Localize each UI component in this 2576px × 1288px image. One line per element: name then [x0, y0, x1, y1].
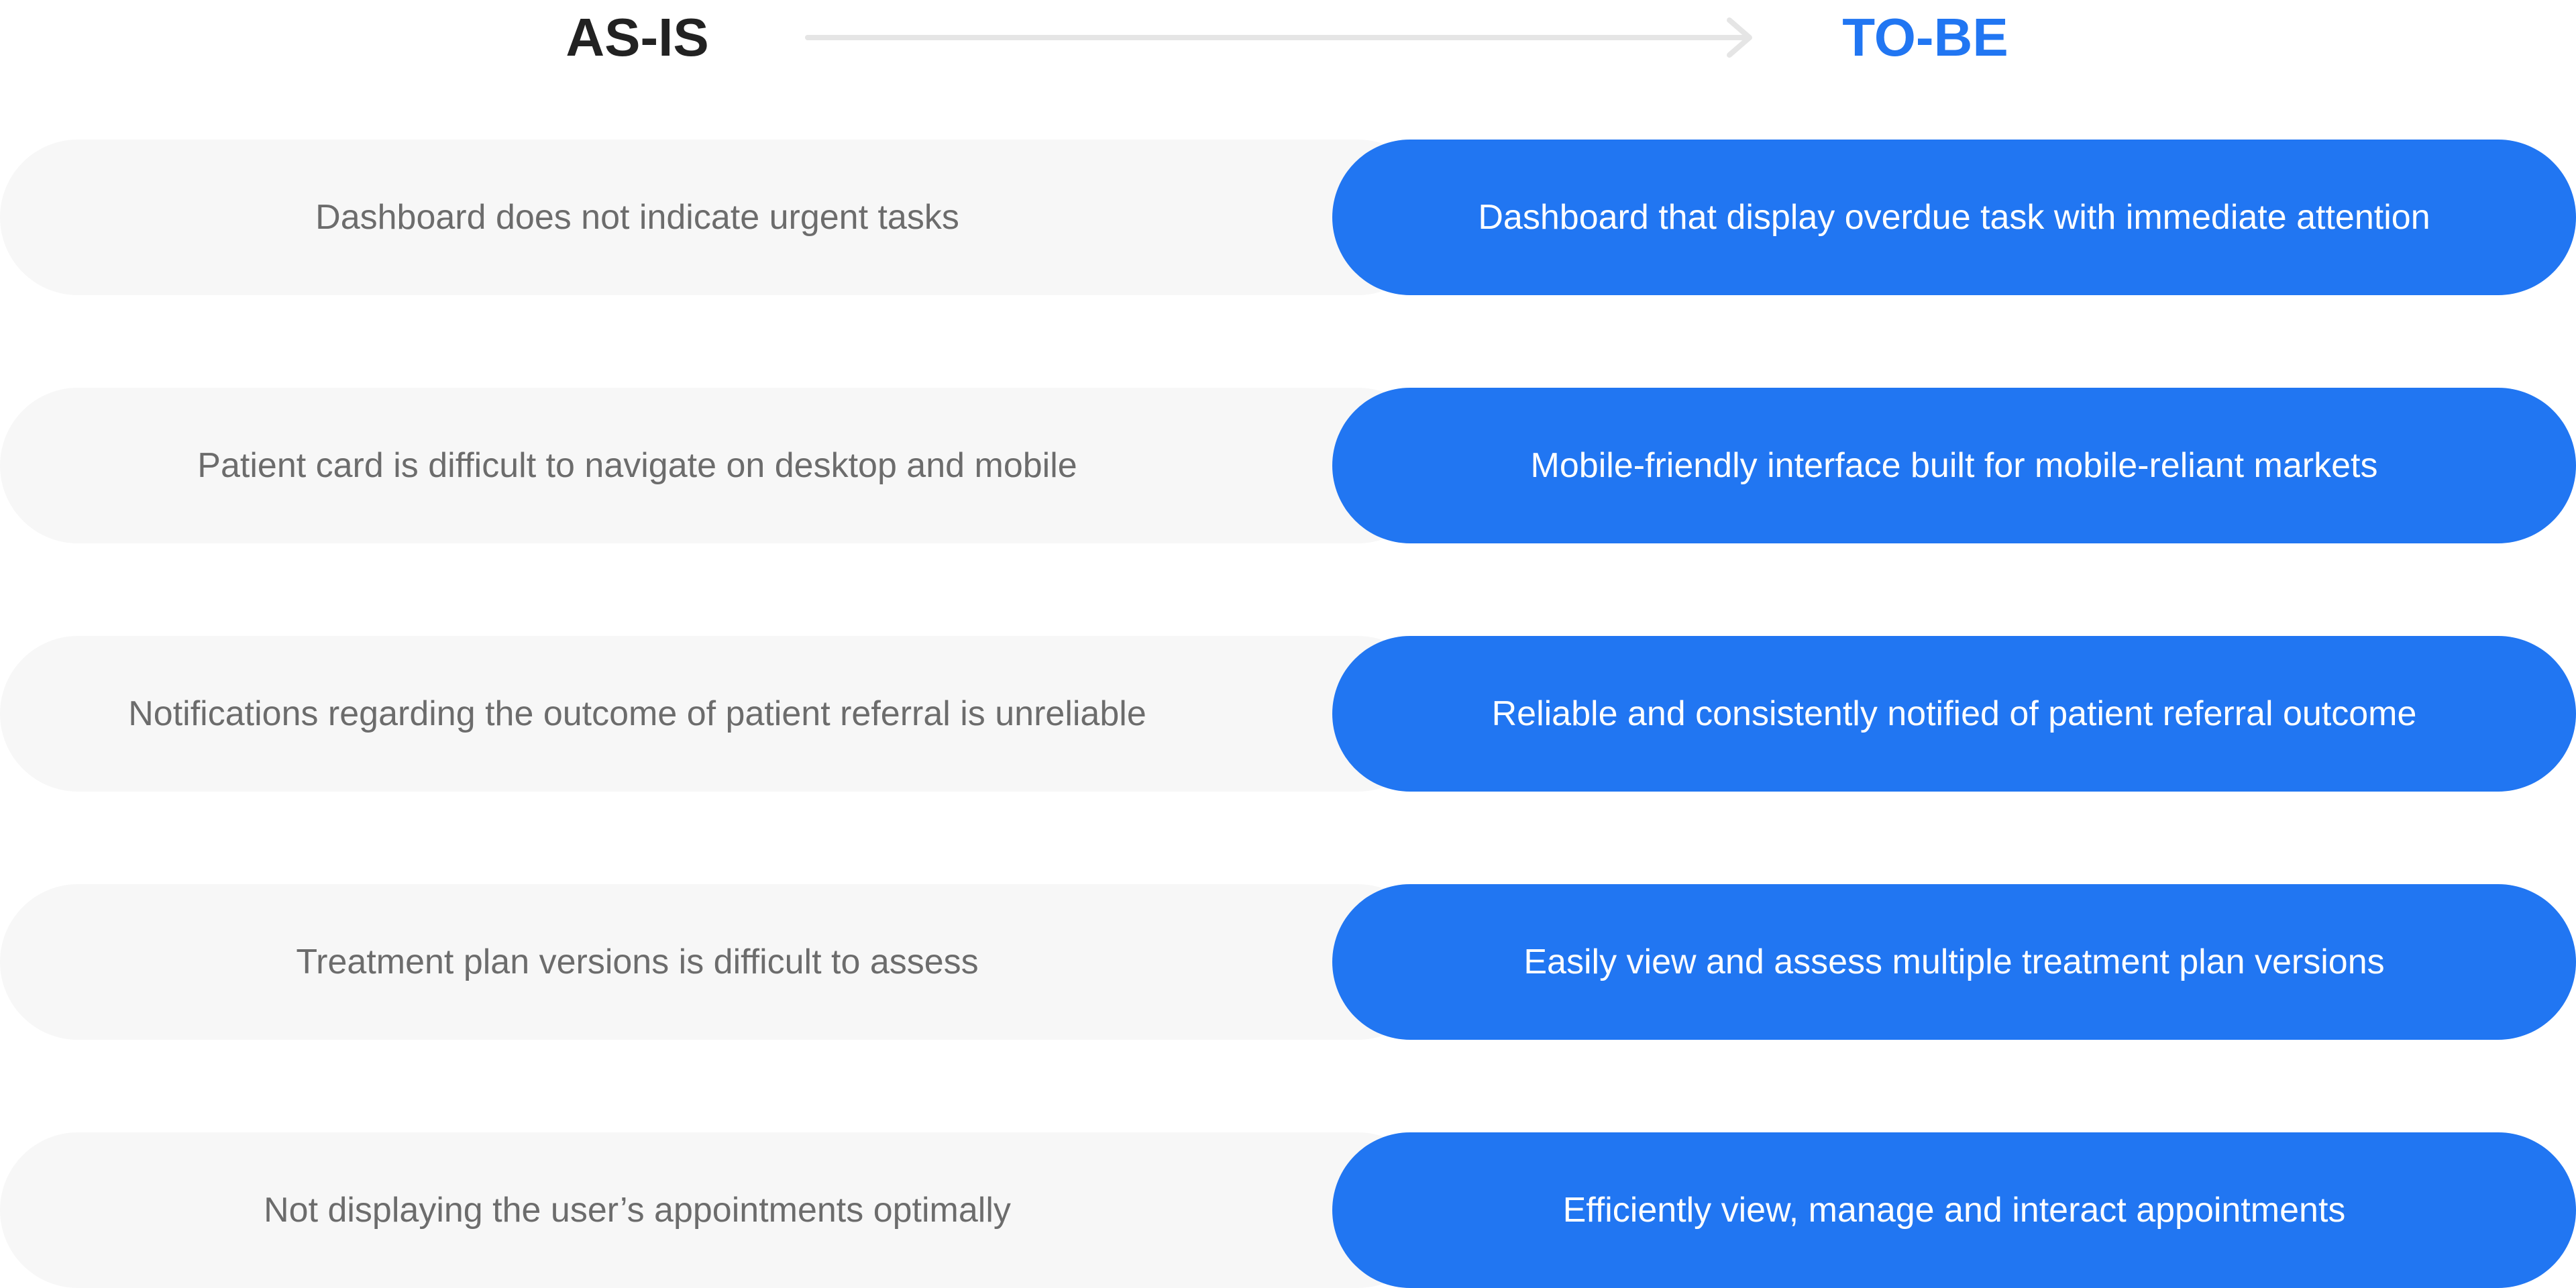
as-is-text: Not displaying the user’s appointments o…	[264, 1190, 1011, 1230]
to-be-text: Dashboard that display overdue task with…	[1478, 197, 2430, 237]
comparison-row: Dashboard does not indicate urgent tasks…	[0, 140, 2576, 295]
as-is-heading: AS-IS	[566, 7, 709, 67]
to-be-text: Reliable and consistently notified of pa…	[1491, 694, 2417, 733]
as-is-pill: Not displaying the user’s appointments o…	[0, 1132, 1436, 1288]
to-be-heading: TO-BE	[1842, 7, 2008, 67]
comparison-row: Treatment plan versions is difficult to …	[0, 884, 2576, 1040]
comparison-row: Not displaying the user’s appointments o…	[0, 1132, 2576, 1288]
as-is-text: Dashboard does not indicate urgent tasks	[315, 197, 959, 237]
comparison-list: Dashboard does not indicate urgent tasks…	[0, 140, 2576, 1288]
comparison-row: Notifications regarding the outcome of p…	[0, 636, 2576, 792]
as-is-pill: Notifications regarding the outcome of p…	[0, 636, 1436, 792]
as-is-text: Patient card is difficult to navigate on…	[197, 445, 1077, 485]
to-be-text: Easily view and assess multiple treatmen…	[1523, 942, 2385, 981]
as-is-pill: Dashboard does not indicate urgent tasks	[0, 140, 1436, 295]
to-be-pill: Efficiently view, manage and interact ap…	[1332, 1132, 2576, 1288]
as-is-pill: Treatment plan versions is difficult to …	[0, 884, 1436, 1040]
to-be-pill: Easily view and assess multiple treatmen…	[1332, 884, 2576, 1040]
to-be-pill: Mobile-friendly interface built for mobi…	[1332, 388, 2576, 543]
comparison-row: Patient card is difficult to navigate on…	[0, 388, 2576, 543]
to-be-text: Mobile-friendly interface built for mobi…	[1530, 445, 2378, 485]
as-is-text: Notifications regarding the outcome of p…	[128, 694, 1146, 733]
arrow-right-icon	[805, 17, 1752, 58]
as-is-pill: Patient card is difficult to navigate on…	[0, 388, 1436, 543]
to-be-pill: Dashboard that display overdue task with…	[1332, 140, 2576, 295]
to-be-pill: Reliable and consistently notified of pa…	[1332, 636, 2576, 792]
to-be-text: Efficiently view, manage and interact ap…	[1562, 1190, 2346, 1230]
as-is-text: Treatment plan versions is difficult to …	[296, 942, 979, 981]
